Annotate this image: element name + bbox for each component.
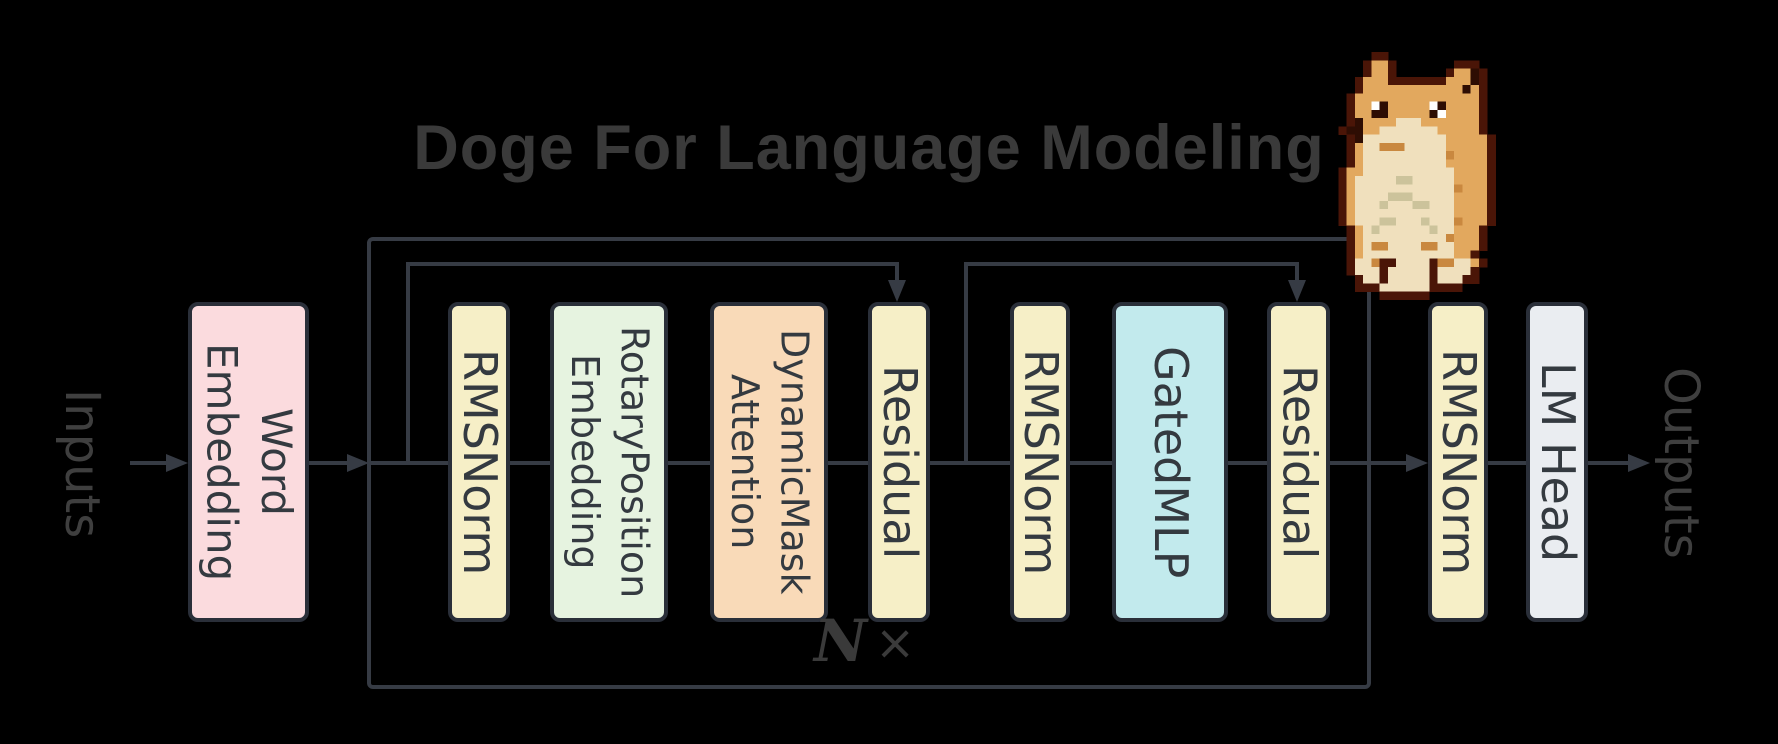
page-title: Doge For Language Modeling bbox=[413, 113, 1325, 183]
residual-bypass-2-line bbox=[964, 262, 1299, 266]
node-gated-mlp: GatedMLP bbox=[1112, 302, 1228, 622]
residual-bypass-1-riser bbox=[406, 262, 410, 463]
node-label: Residual bbox=[1272, 364, 1327, 560]
trunk-line-segment bbox=[1488, 461, 1526, 465]
trunk-line-segment bbox=[828, 461, 868, 465]
inputs-label: Inputs bbox=[54, 389, 110, 539]
residual-bypass-1-drop bbox=[895, 262, 899, 282]
arrowhead-down-into-residual-1 bbox=[888, 280, 906, 302]
trunk-line-segment bbox=[930, 461, 1012, 465]
node-label: LM Head bbox=[1530, 361, 1585, 563]
node-label: RMSNorm bbox=[1431, 348, 1486, 576]
trunk-line-segment bbox=[369, 461, 448, 465]
node-rmsnorm-2: RMSNorm bbox=[1010, 302, 1070, 622]
outputs-label: Outputs bbox=[1653, 367, 1709, 559]
trunk-line-segment bbox=[1228, 461, 1267, 465]
node-lm-head: LM Head bbox=[1526, 302, 1588, 622]
trunk-line-segment bbox=[1070, 461, 1112, 465]
trunk-line-segment bbox=[668, 461, 710, 465]
arrowhead-right-into-rmsnorm-3 bbox=[1406, 454, 1428, 472]
trunk-line-segment bbox=[130, 461, 170, 465]
node-residual-2: Residual bbox=[1267, 302, 1330, 622]
trunk-line-segment bbox=[510, 461, 550, 465]
multiply-symbol: × bbox=[875, 615, 916, 671]
outputs-label-wrap: Outputs bbox=[1650, 367, 1712, 559]
node-word-embedding: Word Embedding bbox=[188, 302, 309, 622]
residual-bypass-1-line bbox=[406, 262, 899, 266]
residual-bypass-2-riser bbox=[964, 262, 968, 463]
node-rmsnorm-3: RMSNorm bbox=[1428, 302, 1488, 622]
arrowhead-right-into-loop bbox=[347, 454, 369, 472]
node-dynamicmask-attention: DynamicMask Attention bbox=[710, 302, 828, 622]
arrowhead-down-into-residual-2 bbox=[1288, 280, 1306, 302]
node-rotary-position-embedding: RotaryPosition Embedding bbox=[550, 302, 668, 622]
node-residual-1: Residual bbox=[868, 302, 930, 622]
node-label: RotaryPosition Embedding bbox=[563, 325, 657, 599]
node-rmsnorm-1: RMSNorm bbox=[448, 302, 510, 622]
node-label: Word Embedding bbox=[197, 342, 302, 582]
inputs-label-wrap: Inputs bbox=[52, 382, 112, 546]
node-label: RMSNorm bbox=[452, 348, 507, 576]
node-label: GatedMLP bbox=[1143, 345, 1198, 579]
arrowhead-right-into-word-embedding bbox=[166, 454, 188, 472]
repeat-n-symbol: N bbox=[814, 607, 868, 675]
repeat-count-label: N × bbox=[814, 612, 954, 676]
node-label: RMSNorm bbox=[1013, 348, 1068, 576]
doge-icon bbox=[1338, 52, 1496, 300]
trunk-line-segment bbox=[1330, 461, 1408, 465]
trunk-line-segment bbox=[309, 461, 349, 465]
residual-bypass-2-drop bbox=[1295, 262, 1299, 282]
node-label: Residual bbox=[872, 364, 927, 560]
node-label: DynamicMask Attention bbox=[723, 329, 817, 595]
arrowhead-right-to-outputs bbox=[1628, 454, 1650, 472]
trunk-line-segment bbox=[1588, 461, 1628, 465]
